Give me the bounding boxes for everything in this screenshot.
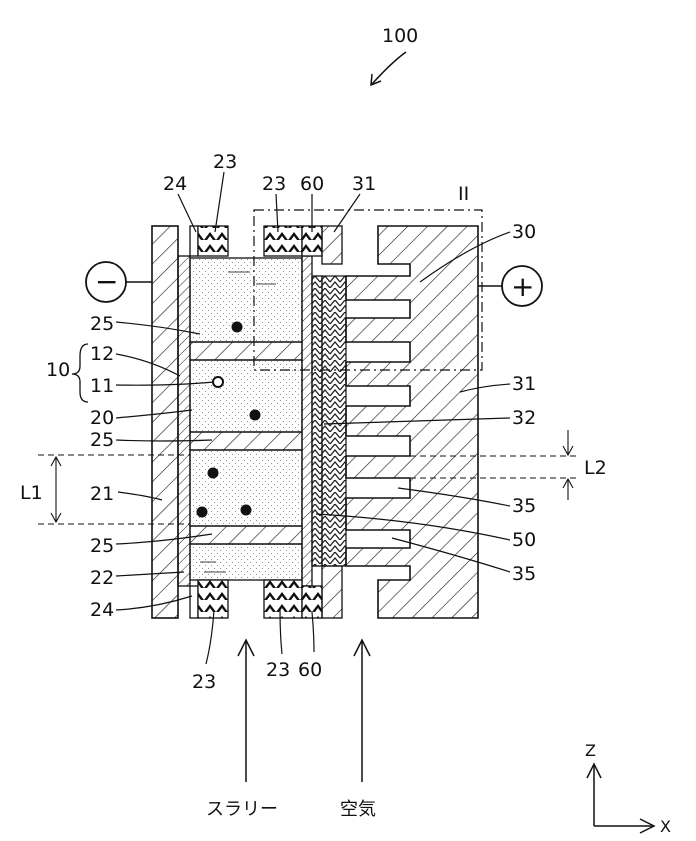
collector-31	[346, 226, 478, 618]
seal-24-bottom	[190, 586, 198, 618]
label-23-bottom-b: 23	[266, 659, 290, 681]
particle	[197, 507, 208, 518]
label-23-top-a: 23	[213, 151, 237, 173]
label-22: 22	[90, 567, 114, 589]
ref-100-leader	[372, 52, 406, 84]
label-31-top: 31	[352, 173, 376, 195]
layer-22	[178, 256, 190, 586]
label-31-right: 31	[512, 373, 536, 395]
detail-box-label: II	[458, 183, 469, 205]
label-23-top-b: 23	[262, 173, 286, 195]
brace-10	[72, 344, 88, 402]
particle	[232, 322, 243, 333]
label-20: 20	[90, 407, 114, 429]
plus-symbol: +	[511, 270, 534, 303]
slurry-compartment-mid	[190, 360, 302, 432]
air-inlet-arrow-icon	[354, 640, 370, 782]
seal-31-bottom	[322, 566, 342, 618]
label-12: 12	[90, 343, 114, 365]
particle-11	[213, 377, 223, 387]
label-60-bottom: 60	[298, 659, 322, 681]
label-11: 11	[90, 375, 114, 397]
label-L1: L1	[20, 482, 43, 504]
seal-23-bottom-left	[198, 580, 228, 618]
label-23-bottom-a: 23	[192, 671, 216, 693]
ref-100-label: 100	[382, 25, 418, 47]
label-35-b: 35	[512, 563, 536, 585]
minus-symbol: −	[95, 265, 118, 298]
seal-23-bottom-right	[264, 580, 302, 618]
particle	[208, 468, 219, 479]
label-30: 30	[512, 221, 536, 243]
label-21: 21	[90, 483, 114, 505]
label-L2: L2	[584, 457, 607, 479]
axis-indicator	[587, 764, 654, 833]
slurry-inlet-arrow-icon	[238, 640, 254, 782]
seal-31-top	[322, 226, 342, 264]
air-channels-30	[322, 276, 346, 566]
label-25-b: 25	[90, 429, 114, 451]
seal-23-top-left	[198, 226, 228, 256]
electrolyte-50	[302, 256, 312, 586]
label-24-top: 24	[163, 173, 187, 195]
label-32: 32	[512, 407, 536, 429]
label-60-top: 60	[300, 173, 324, 195]
slurry-compartment-upper	[190, 258, 302, 342]
label-24-bottom: 24	[90, 599, 114, 621]
label-25-a: 25	[90, 313, 114, 335]
seal-23-top-right	[264, 226, 302, 256]
axis-z-label: Z	[585, 741, 596, 760]
particle	[250, 410, 261, 421]
partition-25-a	[190, 342, 302, 360]
particle	[241, 505, 252, 516]
label-50: 50	[512, 529, 536, 551]
label-slurry: スラリー	[206, 799, 278, 820]
label-35-a: 35	[512, 495, 536, 517]
catalyst-32	[312, 276, 322, 566]
label-10: 10	[46, 359, 70, 381]
label-25-c: 25	[90, 535, 114, 557]
collector-21	[152, 226, 178, 618]
label-air: 空気	[340, 799, 376, 820]
seal-24-top	[190, 226, 198, 256]
axis-x-label: X	[660, 817, 671, 836]
partition-25-b	[190, 432, 302, 450]
